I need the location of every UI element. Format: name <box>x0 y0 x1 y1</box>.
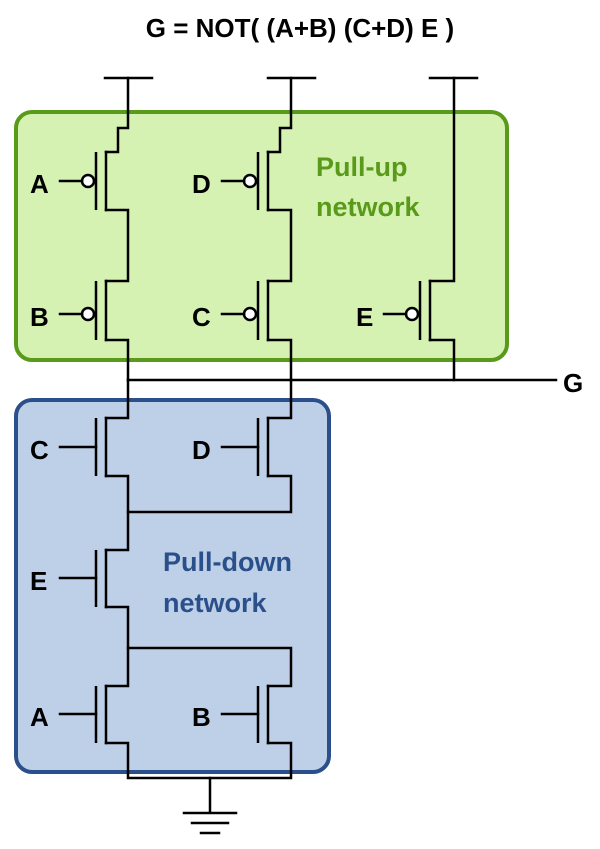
pulldown-label-line2: network <box>163 588 268 618</box>
pullup-input-label: B <box>30 302 49 332</box>
nmos-transistor-e <box>58 548 108 609</box>
ground-icon <box>182 811 238 835</box>
pulldown-input-label: C <box>30 435 49 465</box>
pulldown-input-label: E <box>30 566 47 596</box>
output-label: G <box>563 368 583 398</box>
nmos-transistor-c <box>58 416 108 478</box>
diagram-title: G = NOT( (A+B) (C+D) E ) <box>146 13 454 43</box>
pullup-label-line2: network <box>316 192 421 222</box>
nmos-transistor-a <box>58 684 108 745</box>
pmos-transistor-a <box>58 150 108 212</box>
pullup-input-label: C <box>192 302 211 332</box>
pullup-input-label: A <box>30 169 49 199</box>
pulldown-input-label: D <box>192 435 211 465</box>
pulldown-label-line1: Pull-down <box>163 547 292 577</box>
pmos-transistor-c <box>220 279 270 342</box>
pullup-wiring <box>104 76 558 382</box>
pullup-network-box <box>14 110 509 362</box>
pulldown-network-box <box>14 398 331 774</box>
pulldown-wiring <box>104 378 293 814</box>
pmos-transistor-d <box>220 150 270 212</box>
pullup-input-label: D <box>192 169 211 199</box>
pulldown-input-label: B <box>192 702 211 732</box>
pmos-transistor-e <box>382 279 432 342</box>
nmos-transistor-d <box>220 416 270 478</box>
pmos-transistor-b <box>58 279 108 342</box>
pulldown-input-label: A <box>30 702 49 732</box>
pullup-label-line1: Pull-up <box>316 152 407 182</box>
nmos-transistor-b <box>220 684 270 745</box>
pullup-input-label: E <box>356 302 373 332</box>
